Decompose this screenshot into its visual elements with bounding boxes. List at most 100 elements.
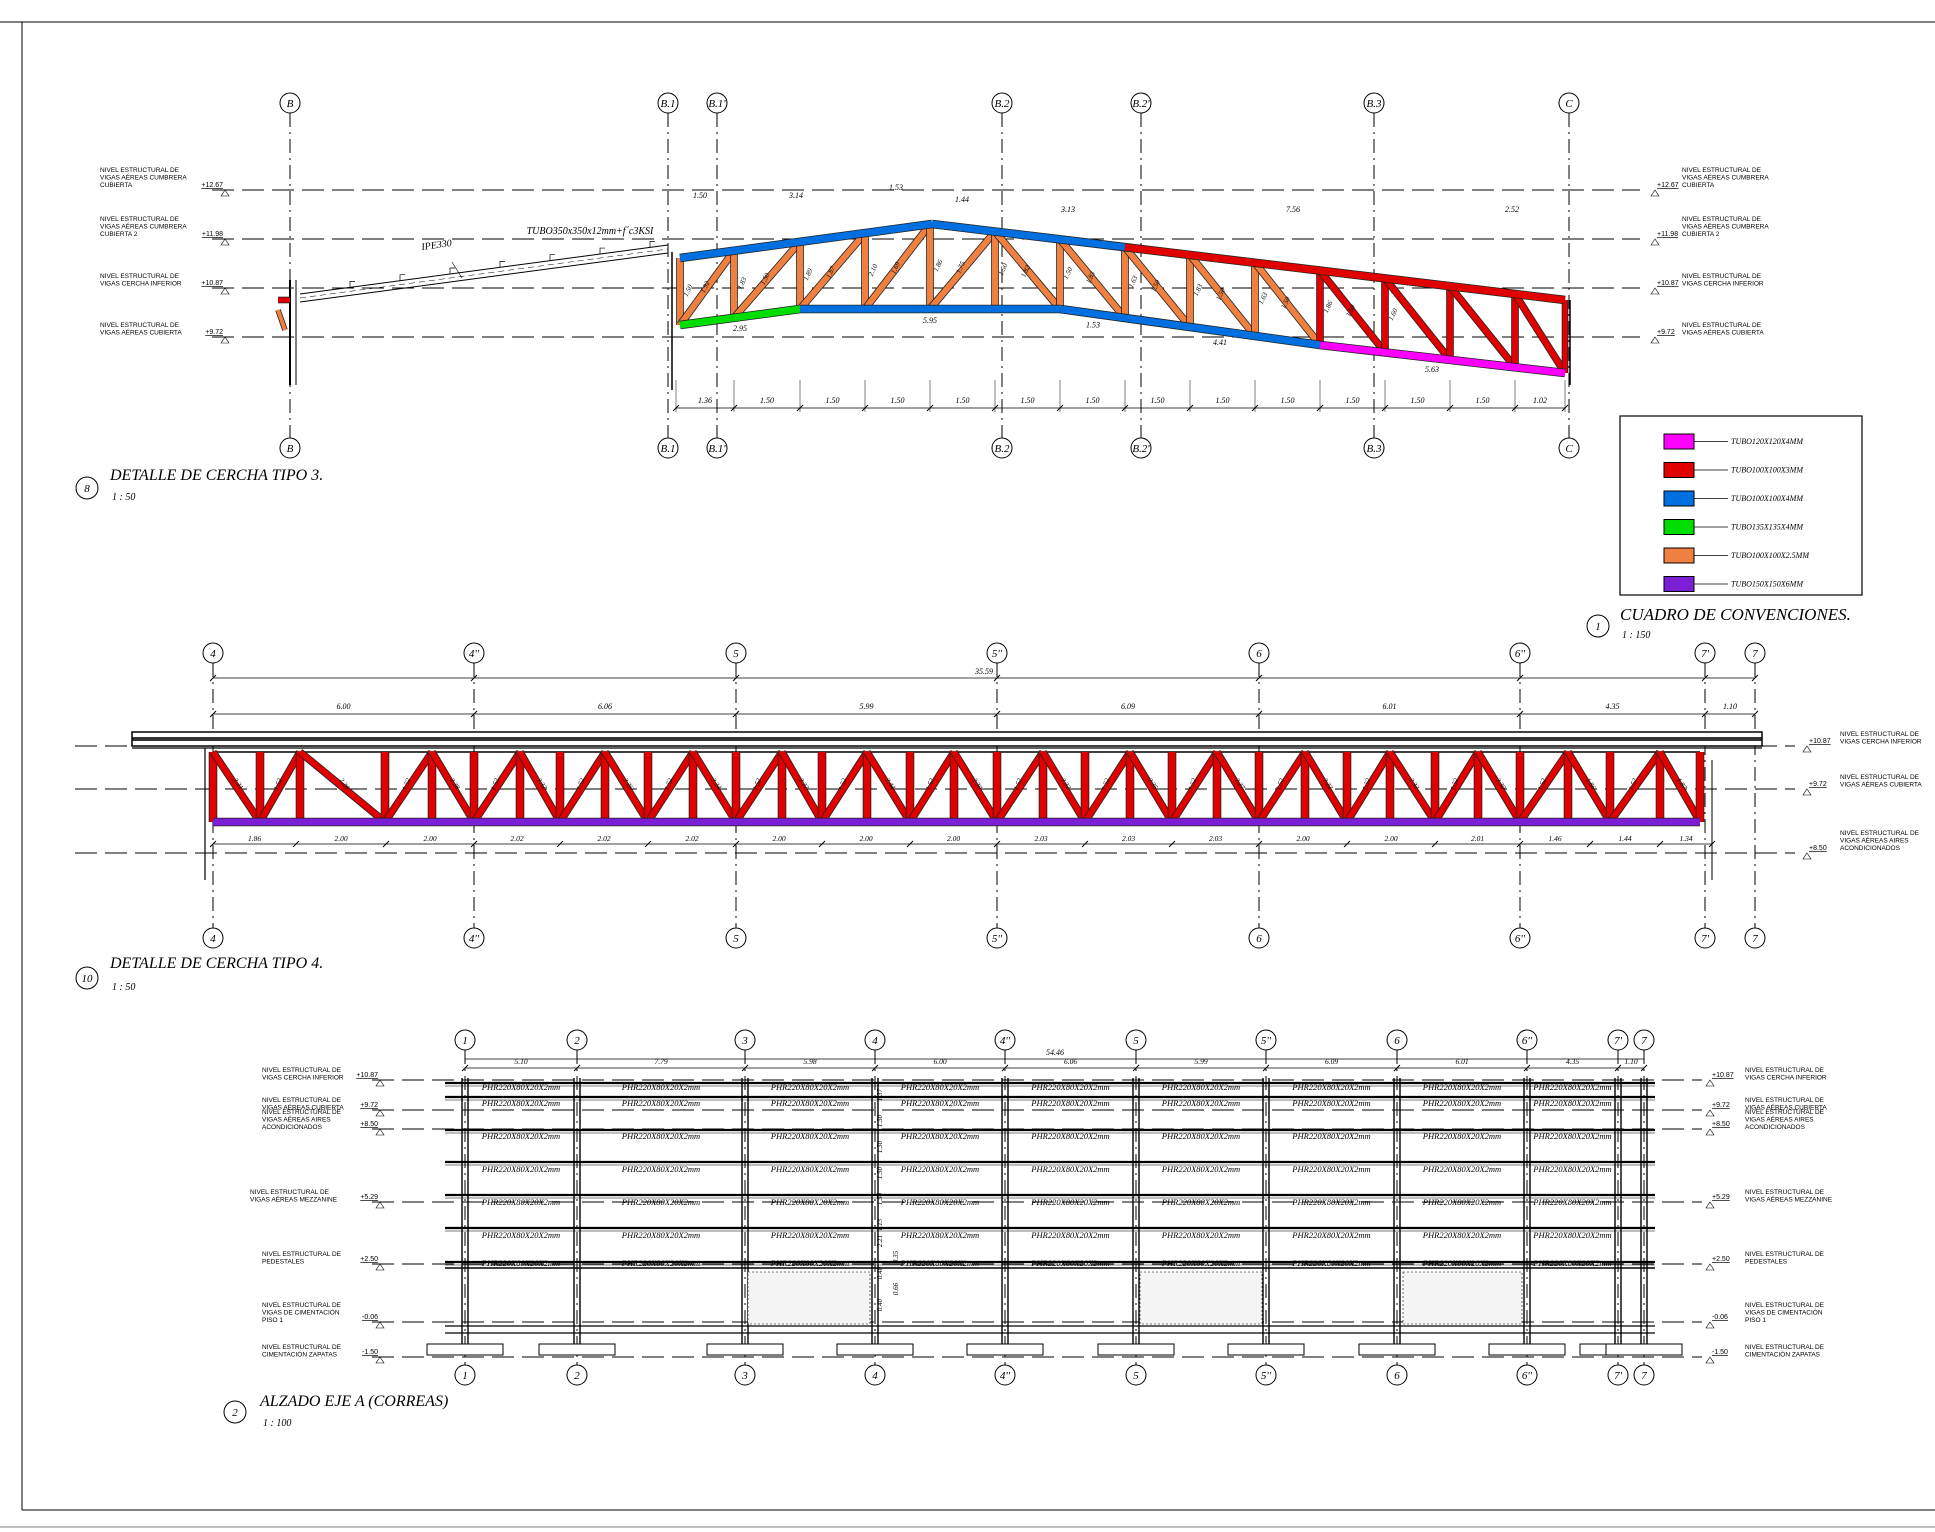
- vertical-dimension-9: 0.66: [892, 1282, 900, 1295]
- level-right-value-4: +2.50: [1712, 1256, 1730, 1263]
- dim-tick: [292, 840, 300, 848]
- web-dimension-0: 1.50: [682, 283, 695, 298]
- level-left-value-1: +9.72: [360, 1102, 378, 1109]
- span-dimension-3: 6.00: [933, 1057, 946, 1066]
- axis-bubble-top-4-circle: [864, 1029, 886, 1051]
- axis-bubble-top-B.2: B.2: [995, 98, 1010, 110]
- legend-swatch-4: [1663, 547, 1695, 564]
- axis-bubble-bottom-7': 7': [1701, 933, 1710, 945]
- axis-bubble-top-4''-circle: [463, 642, 485, 664]
- web-dimension-21: 1.52: [1187, 777, 1199, 792]
- vertical-dimension-4: 1.50: [876, 1192, 884, 1205]
- web-dimension-11: 1.52: [751, 777, 763, 792]
- dim-tick: [1255, 710, 1263, 718]
- fill-zone-1: [1139, 1271, 1263, 1325]
- detail-2-number: 2: [232, 1407, 238, 1419]
- axis-bubble-bottom-4: 4: [210, 933, 216, 945]
- level-value-1-triangle: [1802, 788, 1812, 796]
- top-chord-right-red: [1124, 243, 1566, 304]
- level-left-value-1: +11.98: [202, 231, 223, 238]
- axis-bubble-bottom-5-circle: [1125, 1364, 1147, 1386]
- axis-bubble-top-6-circle: [1386, 1029, 1408, 1051]
- detail-10-number: 10: [82, 973, 94, 985]
- level-left-value-3: +9.72: [205, 329, 223, 336]
- bottom-dimension-2: 2.00: [423, 834, 436, 843]
- span-dimension-1: 7.79: [654, 1057, 667, 1066]
- axis-bubble-bottom-3: 3: [741, 1370, 748, 1382]
- bottom-chord-dimension-3: 4.41: [1213, 338, 1227, 347]
- level-left-value-6-triangle: [375, 1356, 385, 1364]
- detail-2-elevation-axis-a: 112233444''4''555''5''666''6''7'7'7754.4…: [223, 1029, 1833, 1429]
- purlin-label-6-1: PHR220X80X20X2mm: [1291, 1098, 1370, 1108]
- dim-tick: [1523, 1064, 1531, 1072]
- axis-bubble-bottom-B.3: B.3: [1367, 443, 1382, 455]
- dim-tick: [732, 710, 740, 718]
- span-dimension-6: 6.09: [1325, 1057, 1338, 1066]
- vertical-dimension-0: 1.37: [876, 1088, 884, 1101]
- level-right-value-1: +11.98: [1657, 231, 1678, 238]
- axis-bubble-bottom-B.1-circle: [657, 437, 679, 459]
- axis-bubble-bottom-4''-circle: [994, 1364, 1016, 1386]
- ipe-rafter-bottom: [299, 252, 669, 303]
- web-diagonal-30: [1565, 750, 1613, 824]
- bottom-dimension-14: 2.01: [1471, 834, 1484, 843]
- web-dimension-29: 1.52: [1536, 777, 1548, 792]
- bottom-dimension-5: 2.02: [685, 834, 698, 843]
- bottom-dimension-8: 1.50: [1216, 396, 1230, 405]
- axis-bubble-top-4'': 4'': [469, 648, 480, 660]
- axis-bubble-top-4''-circle: [994, 1029, 1016, 1051]
- purlin-label-2-1: PHR220X80X20X2mm: [770, 1098, 849, 1108]
- bottom-dimension-1: 1.50: [760, 396, 774, 405]
- web-diagonal-8: [602, 750, 651, 824]
- span-dimension-0: 5.10: [514, 1057, 527, 1066]
- web-diagonal-10: [690, 750, 739, 824]
- dim-tick: [1056, 404, 1064, 412]
- web-dimension-12: 1.50: [1062, 266, 1075, 281]
- web-dimension-5: 1.52: [489, 777, 501, 792]
- vertical-dimension-6: 2.21: [876, 1235, 884, 1247]
- level-left-value-2: +10.87: [201, 280, 223, 287]
- dim-tick: [470, 674, 478, 682]
- axis-bubble-top-7': 7': [1614, 1035, 1623, 1047]
- axis-bubble-bottom-5: 5: [1133, 1370, 1139, 1382]
- dim-tick: [993, 710, 1001, 718]
- bottom-dimension-11: 1.50: [1411, 396, 1425, 405]
- truss-diagonal-2: [797, 231, 868, 311]
- axis-bubble-bottom-4'': 4'': [469, 933, 480, 945]
- span-dimension-1: 6.06: [598, 702, 612, 711]
- purlin-clip: [549, 254, 555, 261]
- dim-tick: [461, 1064, 469, 1072]
- legend-number: 1: [1595, 621, 1601, 633]
- bottom-dimension-12: 2.00: [1296, 834, 1309, 843]
- web-dimension-4: 1.89: [802, 267, 815, 282]
- dim-tick: [1751, 710, 1759, 718]
- bottom-dimension-1: 2.00: [334, 834, 347, 843]
- axis-bubble-bottom-3-circle: [734, 1364, 756, 1386]
- axis-bubble-bottom-5''-circle: [986, 927, 1008, 949]
- axis-bubble-bottom-7: 7: [1752, 933, 1758, 945]
- truss-diagonal-4: [927, 229, 998, 311]
- purlin-label-0-0: PHR220X80X20X2mm: [481, 1082, 560, 1092]
- bottom-dimension-10: 1.50: [1346, 396, 1360, 405]
- bottom-dimension-17: 1.34: [1679, 834, 1692, 843]
- purlin-label-6-0: PHR220X80X20X2mm: [1291, 1082, 1370, 1092]
- web-dimension-19: 1.52: [1100, 777, 1112, 792]
- bottom-dimension-6: 2.00: [772, 834, 785, 843]
- fill-zone-0: [747, 1271, 871, 1325]
- level-right-value-4-triangle: [1705, 1263, 1715, 1271]
- web-diagonal-3: [382, 750, 435, 824]
- dim-tick: [644, 840, 652, 848]
- legend-label-2: TUBO100X100X4MM: [1731, 494, 1804, 503]
- detail-10-number-circle: [75, 966, 99, 990]
- top-dimension-1: 3.14: [788, 191, 803, 200]
- axis-bubble-top-2-circle: [566, 1029, 588, 1051]
- web-dimension-22: 1.60: [1387, 307, 1400, 322]
- level-left-value-4-triangle: [375, 1263, 385, 1271]
- web-diagonal-28: [1475, 750, 1523, 824]
- axis-bubble-bottom-1: 1: [462, 1370, 468, 1382]
- dim-tick: [382, 840, 390, 848]
- purlin-label-4-3: PHR220X80X20X2mm: [1030, 1164, 1109, 1174]
